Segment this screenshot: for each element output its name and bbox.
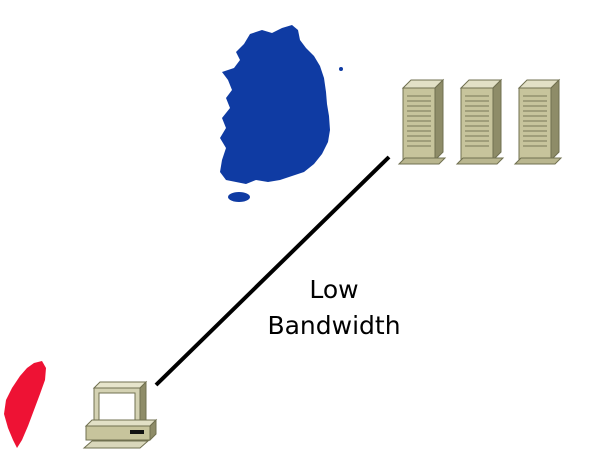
desktop-computer-icon: [82, 380, 158, 449]
server-cluster: [398, 79, 562, 165]
link-label-line1: Low: [309, 275, 359, 304]
server-tower-icon: [514, 79, 562, 165]
link-label-line2: Bandwidth: [267, 311, 401, 340]
network-link: [154, 155, 391, 387]
link-label: Low Bandwidth: [234, 272, 434, 344]
server-tower-icon: [398, 79, 446, 165]
server-tower-icon: [456, 79, 504, 165]
taiwan-map-icon: [4, 361, 46, 448]
south-korea-map-icon: [220, 25, 343, 202]
